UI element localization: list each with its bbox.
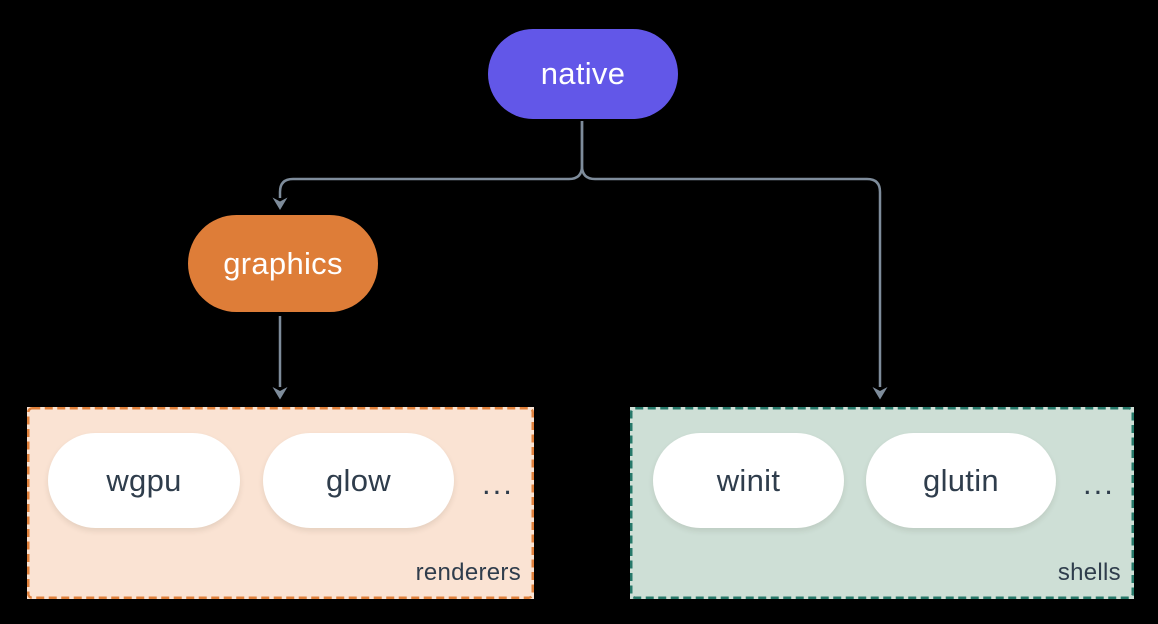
node-native-label: native <box>540 56 626 91</box>
group-shells-border <box>630 407 1134 599</box>
group-renderers-border <box>27 407 534 599</box>
arrowhead-graphics-icon <box>272 197 288 210</box>
shells-ellipsis: ... <box>1083 465 1115 501</box>
pill-wgpu: wgpu <box>48 433 240 528</box>
connector-native-to-graphics <box>278 121 584 198</box>
renderers-pill-row: wgpu glow ... <box>48 433 514 528</box>
node-graphics: graphics <box>188 215 378 312</box>
pill-glutin: glutin <box>866 433 1056 528</box>
connector-native-to-shells <box>580 121 882 387</box>
arrowhead-renderers-icon <box>272 387 288 400</box>
node-native: native <box>488 29 678 119</box>
renderers-group-label: renderers <box>415 559 521 586</box>
arrowhead-shells-icon <box>872 387 888 400</box>
shells-group-label: shells <box>1057 559 1121 586</box>
shells-pill-row: winit glutin ... <box>653 433 1115 528</box>
pill-glutin-label: glutin <box>923 462 999 498</box>
pill-wgpu-label: wgpu <box>106 462 182 498</box>
pill-glow: glow <box>263 433 454 528</box>
pill-winit: winit <box>653 433 844 528</box>
renderers-ellipsis: ... <box>482 465 514 501</box>
pill-winit-label: winit <box>716 462 781 498</box>
group-shells: winit glutin ... shells <box>630 407 1134 599</box>
node-graphics-label: graphics <box>223 245 343 281</box>
group-renderers: wgpu glow ... renderers <box>27 407 534 599</box>
pill-glow-label: glow <box>326 462 391 498</box>
